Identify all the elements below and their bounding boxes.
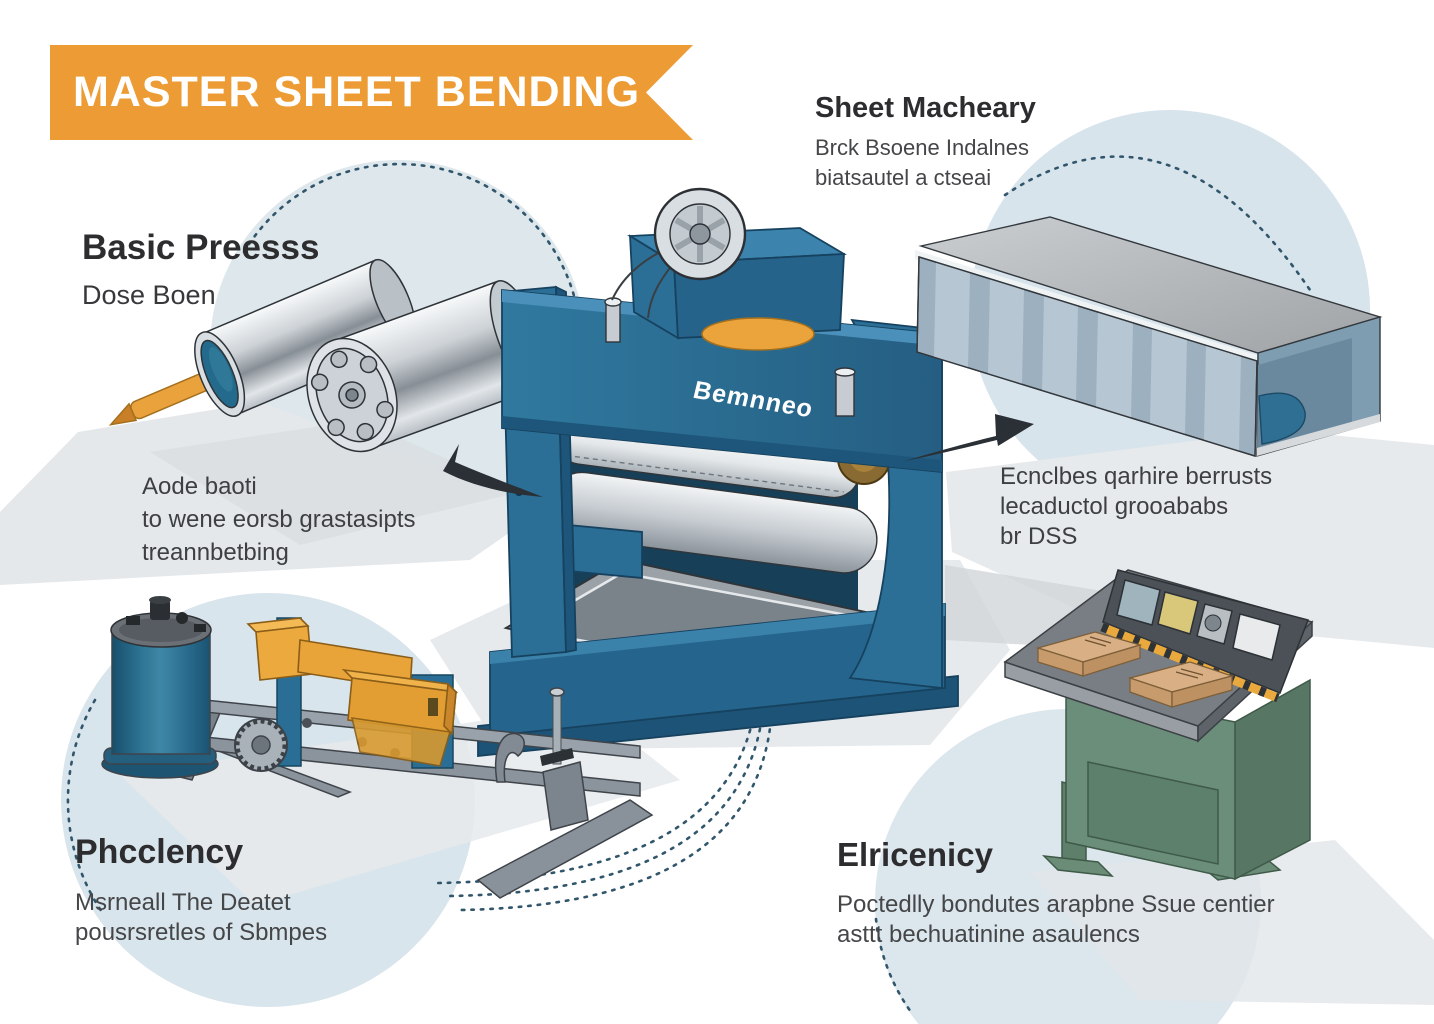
arrow-right-icon [905,414,1034,461]
page-title: MASTER SHEET BENDING [72,68,641,116]
section-press-note: Aode baoti to wene eorsb grastasipts tre… [142,470,415,569]
section-heading: Basic Preesss [82,228,320,267]
section-efficiency-left: Phcclency Msrneall The Deatet pousrsretl… [75,833,327,948]
dotted-arc-bottom-left [66,698,106,917]
flow-arrows [443,414,1034,497]
dotted-flow-paths [66,155,1312,1014]
sheet-channel-illustration [915,216,1383,457]
section-text: Aode baoti [142,473,257,500]
section-efficiency-right: Elricenicy Poctedlly bondutes arapbne Ss… [837,836,1275,950]
section-text: br DSS [1000,523,1078,550]
dotted-swoosh-2 [446,708,765,898]
dotted-arc-top-left [242,162,583,441]
section-basic-press: Basic Preesss Dose Boen [82,228,319,311]
dotted-arc-bottom-right [874,917,913,1014]
section-text: to wene eorsb grastasipts [142,506,416,533]
press-machine-illustration [477,187,959,757]
section-subheading: Dose Boen [82,280,216,310]
section-heading: Phcclency [75,833,244,871]
control-desk-illustration [1003,569,1314,881]
section-text: Brck Bsoene Indalnes [815,135,1030,160]
section-text: pousrsretles of Sbmpes [75,919,328,946]
section-text: lecaductol grooababs [1000,493,1229,520]
section-text: biatsautel a ctseai [815,165,992,190]
section-text: asttt bechuatinine asaulencs [837,921,1140,948]
section-output-note: Ecnclbes qarhire berrusts lecaductol gro… [1000,462,1272,552]
section-text: Poctedlly bondutes arapbne Ssue centier [837,891,1275,918]
clamp-machine-illustration [101,596,654,899]
section-heading: Sheet Macheary [815,92,1036,124]
title-banner: MASTER SHEET BENDING [50,45,693,140]
section-text: Ecnclbes qarhire berrusts [1000,463,1273,490]
section-sheet-machinery: Sheet Macheary Brck Bsoene Indalnes biat… [815,92,1036,193]
arrow-left-icon [443,444,543,497]
dotted-swoosh-3 [458,718,773,912]
section-text: treannbetbing [142,539,289,566]
dotted-arc-top-right [1003,155,1312,292]
section-heading: Elricenicy [837,836,993,873]
section-text: Msrneall The Deatet [75,889,291,916]
